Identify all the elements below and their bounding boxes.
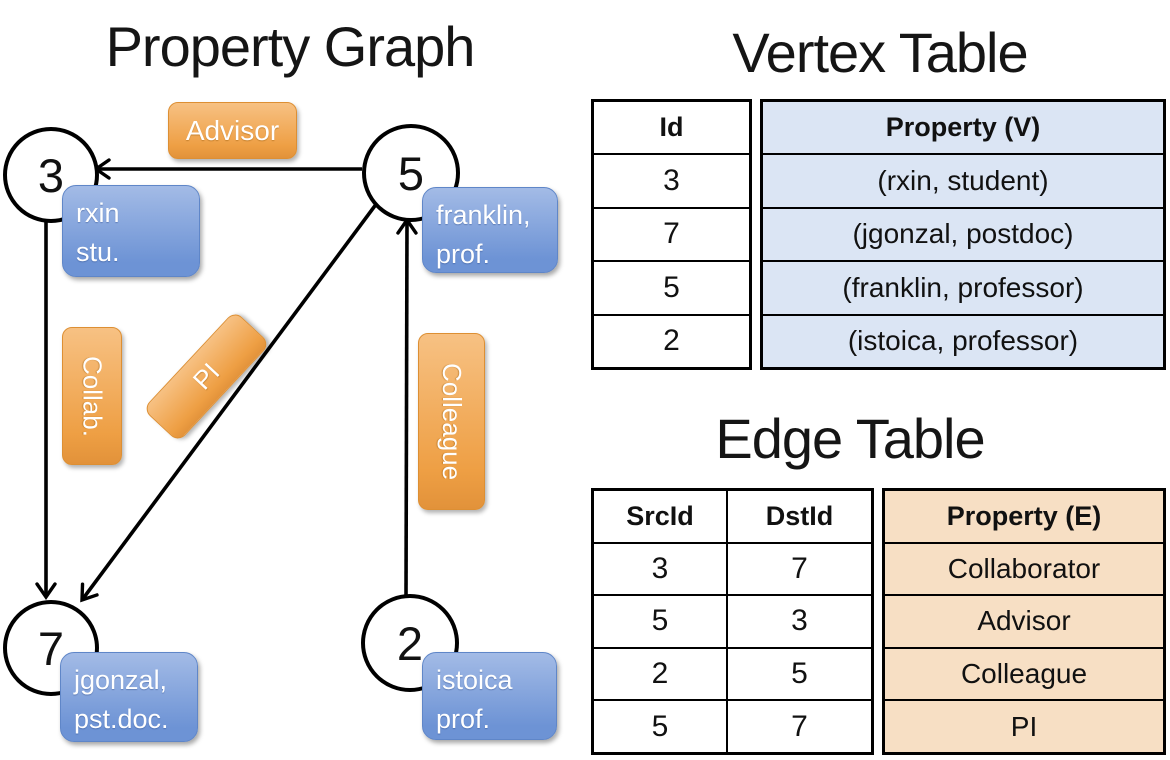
vertex-table: Id 3 7 5 2 Property (V) (rxin, student) …: [591, 99, 1166, 370]
table-cell: (istoica, professor): [847, 325, 1079, 357]
column-header: Id: [659, 112, 684, 143]
edge-label-text: Collab.: [77, 355, 108, 437]
table-cell: Advisor: [977, 605, 1071, 637]
table-cell: 3: [594, 543, 728, 595]
edge-label-text: Colleague: [437, 362, 467, 481]
table-cell: Collaborator: [947, 552, 1101, 584]
column-header: Property (E): [946, 500, 1102, 531]
table-cell: 5: [663, 270, 680, 304]
edge-table: SrcId DstId 3 7 5 3 2 5 5 7 Property (E)…: [591, 488, 1166, 755]
table-cell: 7: [791, 551, 808, 585]
table-cell: 7: [791, 709, 808, 743]
edge-label-text: Advisor: [185, 114, 280, 146]
table-cell: 2: [663, 324, 680, 358]
vertex-card-istoica: istoica prof.: [422, 652, 557, 740]
edge-label-pill-advisor: Advisor: [168, 102, 297, 159]
vertex-card-line: pst.doc.: [74, 703, 169, 734]
edge-table-title: Edge Table: [715, 407, 985, 470]
edge-5-to-7: [80, 201, 379, 603]
vertex-table-id-column: Id 3 7 5 2: [591, 99, 752, 370]
table-cell: 5: [791, 657, 808, 691]
table-cell: 3: [663, 164, 680, 198]
vertex-card-jgonzal: jgonzal, pst.doc.: [60, 652, 198, 742]
node-id-label: 5: [397, 146, 425, 200]
vertex-card-franklin: franklin, prof.: [422, 187, 558, 273]
graph-edges-svg: [35, 158, 418, 603]
column-header: SrcId: [594, 491, 728, 542]
table-cell: 5: [594, 701, 728, 752]
table-cell: PI: [1010, 710, 1038, 742]
vertex-card-line: istoica: [436, 665, 513, 695]
table-cell: 2: [594, 648, 728, 700]
table-cell: 7: [663, 217, 680, 251]
node-id-label: 7: [37, 621, 65, 675]
edge-table-id-columns: SrcId DstId 3 7 5 3 2 5 5 7: [591, 488, 874, 755]
column-header: Property (V): [885, 112, 1041, 143]
vertex-table-property-column: Property (V) (rxin, student) (jgonzal, p…: [760, 99, 1166, 370]
column-header: DstId: [765, 500, 834, 531]
node-id-label: 3: [37, 148, 65, 202]
edge-label-text: PI: [186, 356, 226, 396]
vertex-table-title: Vertex Table: [732, 21, 1028, 84]
table-cell: (rxin, student): [877, 165, 1049, 197]
edge-label-pill-colleague: Colleague: [418, 333, 485, 510]
vertex-card-rxin: rxin stu.: [62, 185, 200, 277]
edge-table-property-column: Property (E) Collaborator Advisor Collea…: [882, 488, 1166, 755]
table-cell: 3: [791, 604, 808, 638]
property-graph-title: Property Graph: [105, 15, 476, 78]
table-cell: Colleague: [960, 658, 1088, 690]
vertex-card-line: prof.: [436, 703, 491, 734]
vertex-card-line: rxin: [76, 198, 120, 228]
vertex-card-line: jgonzal,: [74, 665, 168, 695]
edge-2-to-5: [396, 217, 418, 597]
node-id-label: 2: [396, 616, 424, 670]
table-cell: (franklin, professor): [842, 271, 1084, 303]
table-cell: 5: [594, 596, 728, 647]
vertex-card-line: prof.: [436, 238, 491, 269]
vertex-card-line: franklin,: [436, 200, 531, 230]
table-cell: (jgonzal, postdoc): [852, 218, 1074, 250]
node-circle-2: 2: [361, 594, 459, 692]
vertex-card-line: stu.: [76, 236, 120, 267]
edge-label-pill-collab: Collab.: [62, 327, 122, 465]
